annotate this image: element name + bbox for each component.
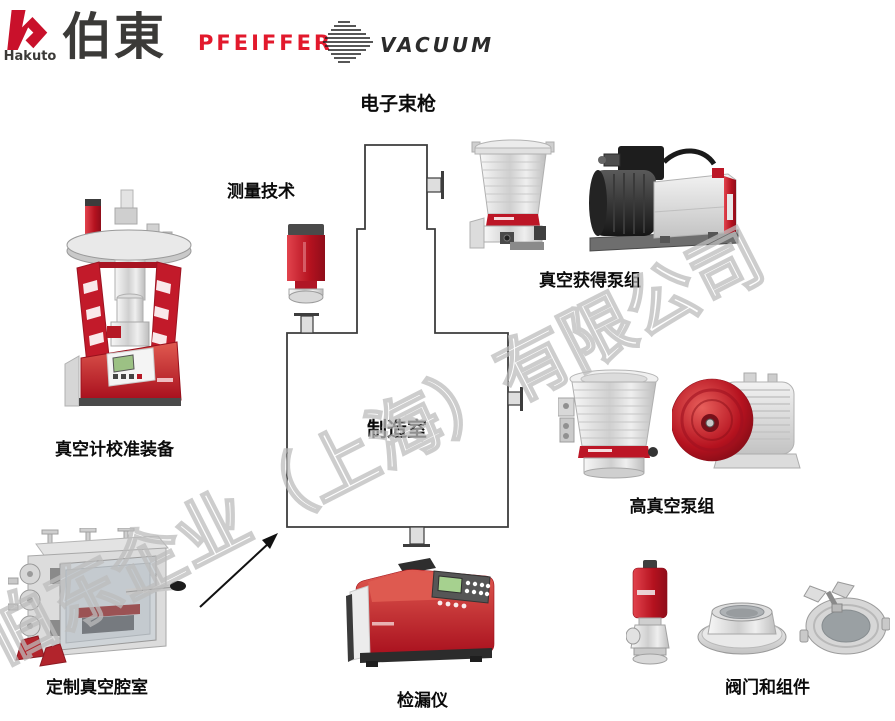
label-vacuum-generation-pumps: 真空获得泵组 — [539, 271, 641, 291]
column-right-flange — [426, 177, 442, 193]
vacuum-logo-text: VACUUM — [380, 33, 495, 57]
logo-bar: Hakuto 伯東 PFEIFFER VACUUM — [0, 0, 895, 80]
hakuto-cn-logo: 伯東 — [62, 8, 166, 66]
chamber-top-flange — [300, 315, 314, 334]
clamp-image — [799, 581, 890, 655]
electron-beam-gun-outline — [286, 144, 509, 528]
label-leak-detector: 检漏仪 — [397, 691, 448, 711]
chamber-right-flange — [507, 391, 522, 406]
roots-pump-image — [672, 372, 801, 469]
diagram-title: 电子束枪 — [359, 93, 436, 115]
hakuto-logo-text: Hakuto — [3, 49, 57, 64]
rotary-vane-pump-image — [589, 146, 739, 252]
label-custom-vacuum-chamber: 定制真空腔室 — [46, 678, 148, 698]
angle-valve-image — [626, 560, 670, 665]
chamber-label: 制造室 — [367, 417, 427, 441]
label-gauge-calibration-equipment: 真空计校准装备 — [55, 440, 174, 460]
high-vacuum-turbopump-image — [558, 369, 659, 479]
custom-chamber-image — [8, 528, 186, 667]
centering-ring-image — [697, 602, 787, 655]
pfeiffer-arrow-icon — [323, 21, 373, 63]
hakuto-logo-icon — [7, 10, 48, 50]
label-valves-and-components: 阀门和组件 — [725, 678, 810, 698]
label-high-vacuum-pumps: 高真空泵组 — [629, 497, 715, 517]
label-measurement-technology: 测量技术 — [227, 182, 295, 202]
turbopump-image — [469, 139, 555, 250]
pfeiffer-logo-text: PFEIFFER — [198, 31, 334, 55]
calibration-system-image — [64, 189, 192, 407]
flow-arrow — [199, 533, 278, 608]
vacuum-gauge-image — [287, 224, 325, 304]
leak-detector-image — [346, 558, 495, 667]
chamber-bottom-flange — [409, 526, 425, 545]
